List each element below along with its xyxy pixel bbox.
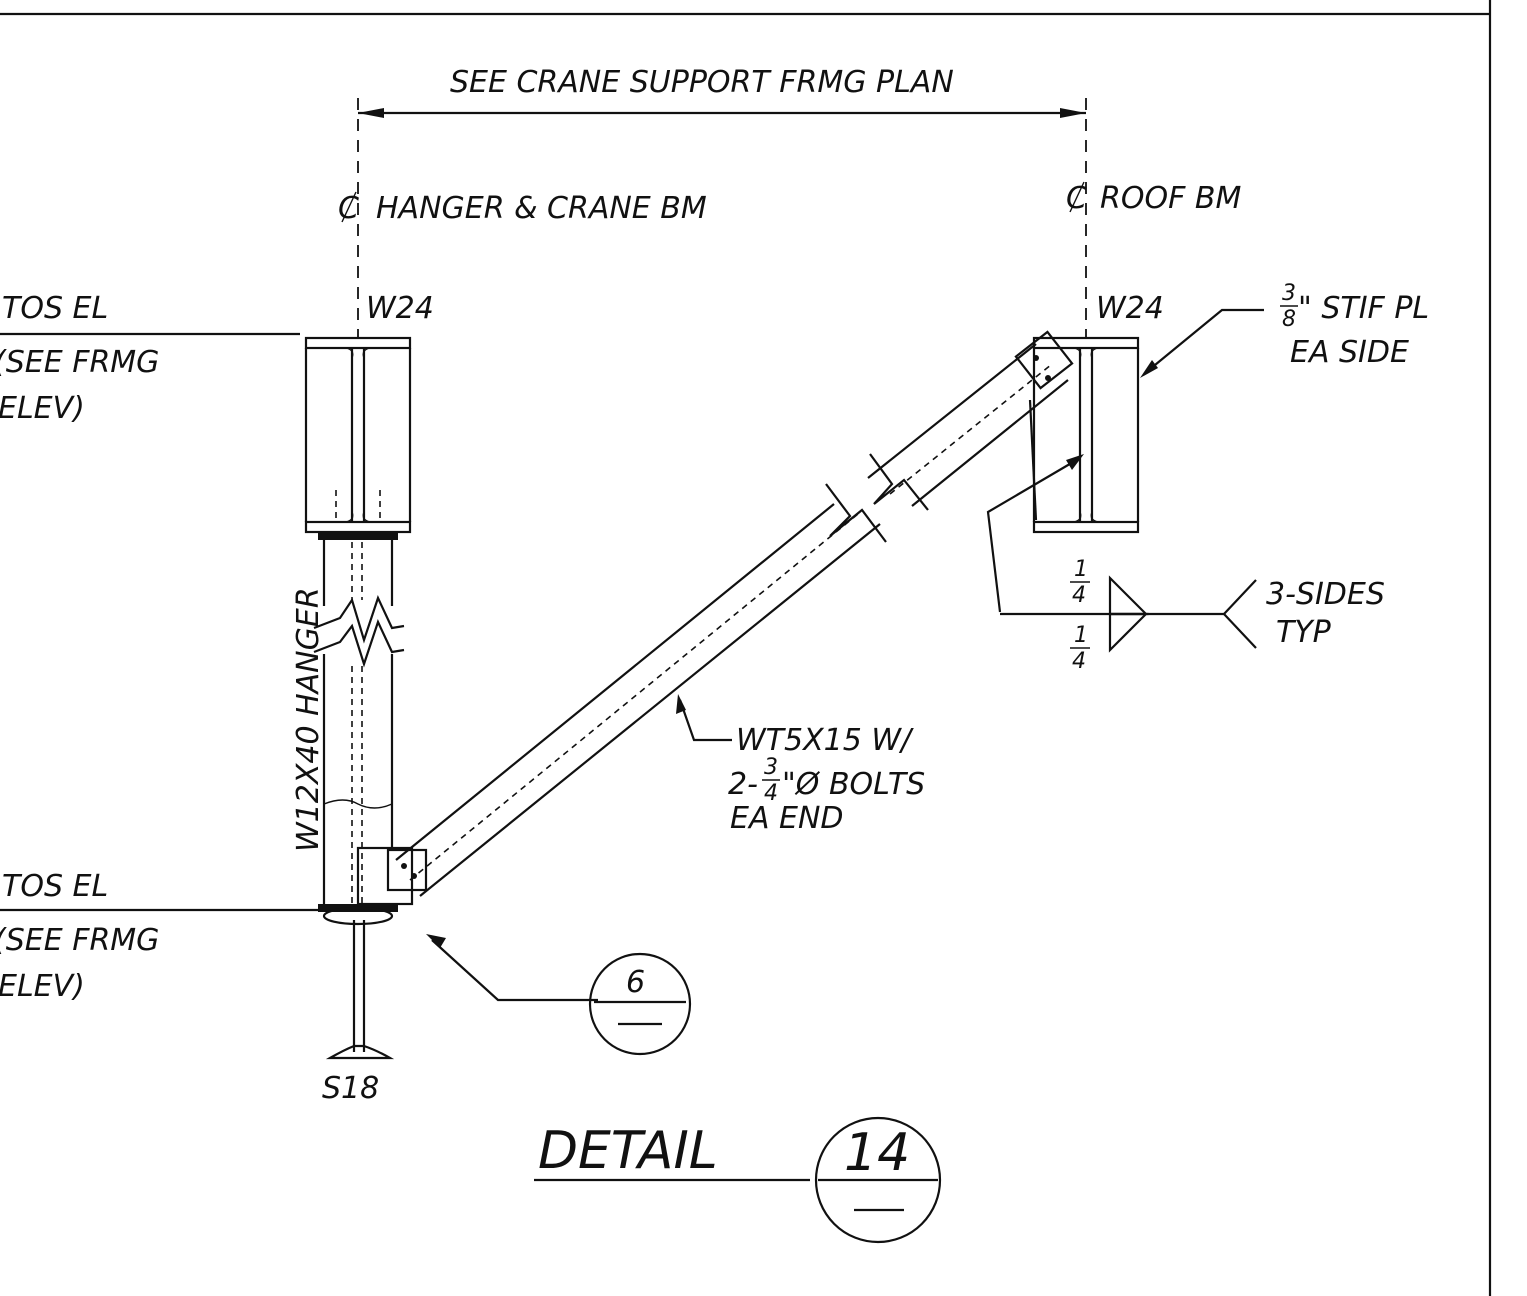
hanger-label: W12X40 HANGER	[291, 587, 326, 852]
elev-lower: ELEV)	[0, 969, 85, 1004]
weld-top-den: 4	[1072, 583, 1086, 608]
brace-fraction-num: 3	[764, 755, 778, 780]
detail-number: 14	[844, 1123, 910, 1183]
brace-note-line1: WT5X15 W/	[736, 723, 914, 758]
brace-leader	[676, 694, 732, 742]
dimension-label: SEE CRANE SUPPORT FRMG PLAN	[450, 65, 954, 100]
right-w24-beam	[1032, 336, 1140, 534]
diagonal-brace	[386, 330, 1074, 897]
centerline-left-label: HANGER & CRANE BM	[376, 191, 707, 226]
bottom-beam-label: S18	[322, 1071, 379, 1106]
see-frmg-lower: (SEE FRMG	[0, 923, 159, 958]
s18-beam	[318, 904, 398, 1060]
tos-lower-label: TOS EL	[2, 869, 108, 904]
weld-note-line2: TYP	[1276, 615, 1332, 650]
elev-upper: ELEV)	[0, 391, 85, 426]
weld-symbol	[986, 399, 1257, 653]
brace-note-line3: EA END	[730, 801, 844, 836]
see-frmg-upper: (SEE FRMG	[0, 345, 159, 380]
stiffener-note-line1: " STIF PL	[1298, 291, 1429, 326]
centerline-symbol-left: C	[338, 191, 359, 226]
sheet-border	[0, 0, 1492, 1296]
tos-upper-label: TOS EL	[2, 291, 108, 326]
left-w24-beam	[304, 336, 412, 534]
stiffener-leader	[1140, 308, 1264, 378]
centerline-right-label: ROOF BM	[1100, 181, 1241, 216]
detail-title: DETAIL	[538, 1121, 718, 1181]
stiffener-fraction-den: 8	[1282, 307, 1296, 332]
dimension-line	[358, 108, 1086, 118]
left-beam-label: W24	[366, 291, 434, 326]
right-beam-label: W24	[1096, 291, 1164, 326]
brace-note-line2-post: "Ø BOLTS	[782, 767, 925, 802]
detail-number-bubble	[814, 1116, 942, 1244]
weld-bottom-den: 4	[1072, 649, 1086, 674]
weld-top-num: 1	[1074, 557, 1088, 582]
brace-fraction-den: 4	[764, 781, 778, 806]
stiffener-note-line2: EA SIDE	[1290, 335, 1409, 370]
weld-note-line1: 3-SIDES	[1266, 577, 1385, 612]
stiffener-fraction-num: 3	[1282, 281, 1296, 306]
detail-ref-leader	[426, 934, 598, 1002]
detail-ref-bubble	[588, 952, 692, 1056]
weld-bottom-num: 1	[1074, 623, 1088, 648]
detail-ref-number: 6	[626, 965, 645, 1000]
brace-note-line2-pre: 2-	[728, 767, 758, 802]
centerline-symbol-right: C	[1066, 181, 1087, 216]
